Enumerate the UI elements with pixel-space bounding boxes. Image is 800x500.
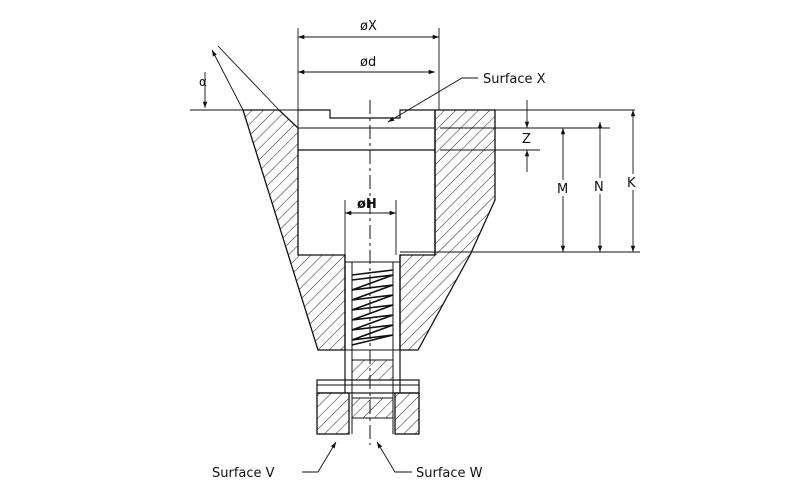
callout-surface-w: Surface W — [376, 441, 483, 481]
m-label: M — [557, 182, 568, 197]
dia-h-label: øH — [357, 197, 377, 212]
plates — [316, 359, 420, 419]
k-label: K — [627, 176, 636, 191]
callout-surface-v: Surface V — [212, 441, 337, 481]
spring — [351, 269, 394, 346]
lower-block-right — [394, 392, 420, 435]
alpha-label: α — [199, 75, 207, 89]
surface-x-label: Surface X — [483, 72, 546, 87]
surface-v-label: Surface V — [212, 466, 275, 481]
lower-insert — [351, 397, 394, 419]
callout-surface-x: Surface X — [387, 72, 546, 123]
body-section — [242, 109, 496, 435]
right-body-hatch — [399, 109, 496, 351]
n-label: N — [594, 180, 604, 195]
dimension-k: K — [625, 110, 641, 252]
dia-x-label: øX — [360, 19, 377, 34]
dimension-n: N — [592, 122, 608, 252]
left-body-hatch — [242, 109, 346, 351]
z-label: Z — [522, 132, 531, 147]
dimension-dia-h: øH — [344, 197, 397, 255]
dimension-m: M — [555, 128, 571, 252]
dimension-z: Z — [440, 100, 635, 172]
dimension-dia-x: øX — [297, 19, 440, 110]
surface-w-label: Surface W — [416, 466, 483, 481]
dia-d-label: ød — [360, 55, 376, 70]
cavity-outline — [297, 109, 436, 255]
lower-block-left — [316, 392, 350, 435]
dimension-alpha: α — [190, 45, 298, 111]
dimension-dia-d: ød — [298, 55, 435, 75]
upper-insert — [351, 359, 394, 381]
